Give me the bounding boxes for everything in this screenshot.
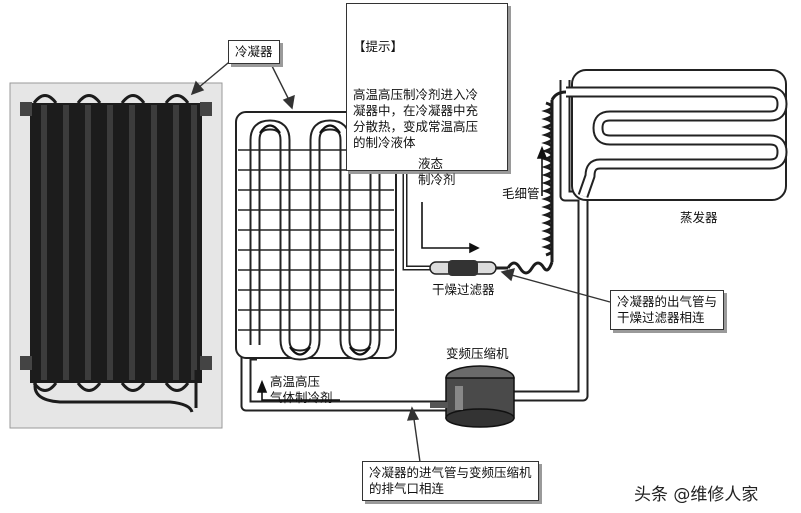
condenser-grid	[235, 111, 397, 361]
liquid-refrigerant-label: 液态 制冷剂	[418, 156, 456, 187]
capillary-coil	[506, 90, 567, 275]
watermark: 头条 @维修人家	[634, 485, 759, 505]
condenser-photo	[9, 82, 223, 429]
compressor	[430, 365, 515, 428]
dryer-filter-label: 干燥过滤器	[432, 282, 495, 297]
tip-body: 高温高压制冷剂进入冷 凝器中，在冷凝器中充 分散热，变成常温高压 的制冷液体	[353, 87, 479, 150]
outlet-note-callout: 冷凝器的出气管与 干燥过滤器相连	[610, 290, 725, 330]
compressor-label: 变频压缩机	[446, 346, 509, 361]
inlet-note-callout: 冷凝器的进气管与变频压缩机 的排气口相连	[362, 461, 539, 501]
evaporator	[566, 69, 788, 201]
evaporator-label: 蒸发器	[680, 210, 718, 225]
hot-gas-label: 高温高压 气体制冷剂	[270, 374, 333, 405]
capillary-label: 毛细管	[502, 186, 540, 201]
flow-arrows	[256, 145, 548, 401]
tip-callout: 【提示】 高温高压制冷剂进入冷 凝器中，在冷凝器中充 分散热，变成常温高压 的制…	[346, 3, 508, 171]
dryer-filter	[429, 260, 508, 276]
tip-title: 【提示】	[353, 39, 404, 54]
condenser-callout: 冷凝器	[228, 40, 280, 64]
